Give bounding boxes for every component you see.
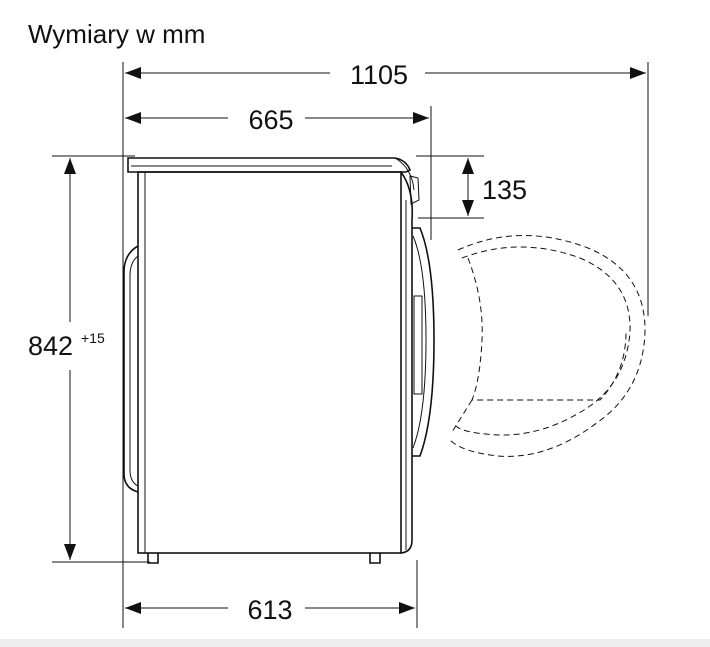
open-door-hinge <box>451 399 473 433</box>
dimension-body-depth: 665 <box>125 105 429 135</box>
bottom-strip <box>0 639 710 647</box>
total-depth-label: 1105 <box>350 60 408 90</box>
control-panel-curve <box>394 157 415 191</box>
open-door-inner <box>467 257 627 401</box>
open-door-middle <box>455 246 631 436</box>
appliance-side-profile <box>123 157 435 564</box>
rear-bulge <box>123 245 139 493</box>
main-body <box>137 171 402 554</box>
body-depth-label: 665 <box>248 105 293 135</box>
dimension-height: 842 +15 <box>28 158 105 560</box>
top-offset-label: 135 <box>482 175 527 205</box>
top-plate <box>127 157 412 173</box>
front-panel <box>400 171 414 554</box>
open-door-outer <box>449 235 646 457</box>
front-foot <box>369 553 381 564</box>
rear-bulge-inner <box>129 255 139 487</box>
open-door-outline <box>449 235 646 457</box>
dimension-total-depth: 1105 <box>125 60 646 90</box>
drawing-title: Wymiary w mm <box>28 19 205 49</box>
base-depth-label: 613 <box>247 595 292 625</box>
door <box>412 227 435 457</box>
dimension-top-offset: 135 <box>462 158 527 216</box>
rear-foot <box>147 553 159 564</box>
dimension-base-depth: 613 <box>125 595 415 625</box>
height-label: 842 <box>28 331 73 361</box>
door-handle <box>413 295 423 395</box>
door-inner <box>412 235 427 449</box>
height-tolerance-label: +15 <box>81 330 105 346</box>
